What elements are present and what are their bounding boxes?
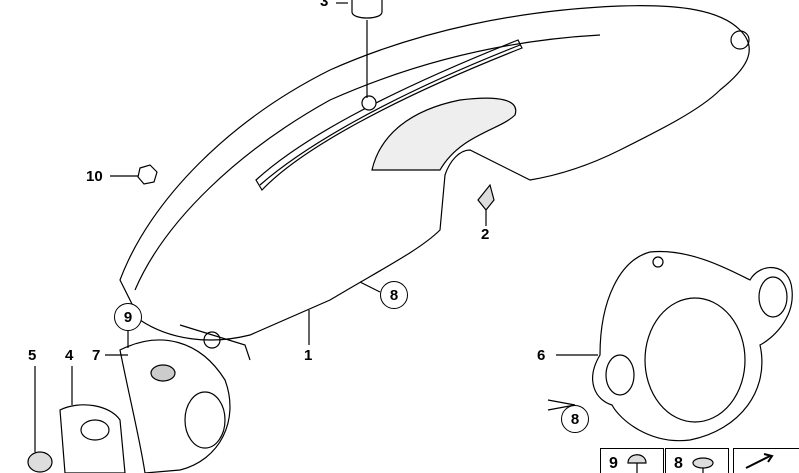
dashboard-panel: [119, 5, 750, 361]
callout-4: 4: [65, 347, 74, 364]
callout-6: 6: [537, 347, 546, 364]
part-4-cover: [59, 366, 126, 473]
leader-8a: [359, 281, 381, 293]
callout-2: 2: [481, 226, 490, 243]
part-7-trim: [105, 330, 231, 473]
legend-arrow-symbol: [733, 448, 799, 473]
part-10-nut: [110, 164, 158, 185]
legend-item-9: 9: [600, 448, 664, 473]
part-3-sensor: [336, 0, 383, 98]
callout-10: 10: [86, 168, 103, 185]
callout-3: 3: [320, 0, 329, 10]
legend-label: 8: [674, 455, 683, 472]
legend-icons: [627, 453, 774, 473]
part-2-clip: [477, 183, 495, 226]
callout-8-circled: 8: [380, 281, 408, 309]
callout-5: 5: [28, 347, 37, 364]
callout-8-circled-2: 8: [561, 405, 589, 433]
legend-item-8: 8: [665, 448, 729, 473]
callout-9-circled: 9: [114, 303, 142, 331]
part-6-instrument-surround: [547, 250, 793, 442]
callout-7: 7: [92, 347, 101, 364]
legend-label: 9: [609, 455, 618, 472]
callout-1: 1: [304, 347, 313, 364]
part-5-cap: [27, 366, 53, 473]
